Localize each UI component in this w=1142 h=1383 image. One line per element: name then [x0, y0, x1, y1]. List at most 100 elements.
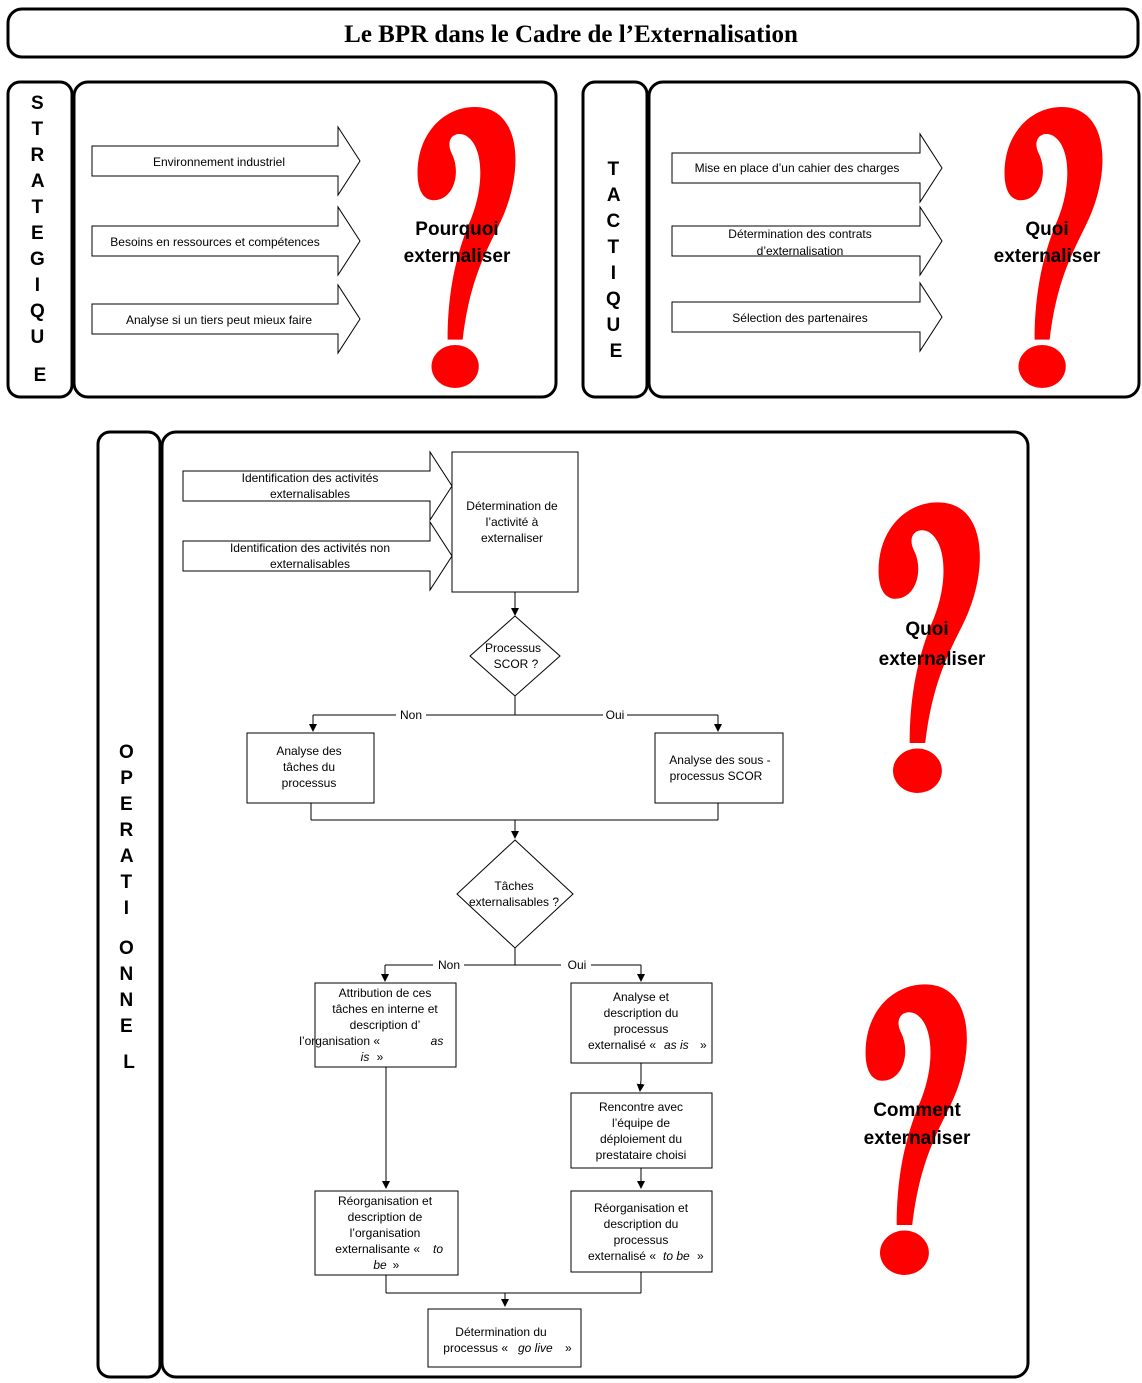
svg-text:Réorganisation et: Réorganisation et: [338, 1194, 433, 1208]
arrow-contrats: Détermination des contrats d’externalisa…: [671, 205, 943, 277]
svg-text:Analyse si un tiers peut mieux: Analyse si un tiers peut mieux faire: [126, 313, 312, 327]
svg-text:externalisante «: externalisante «: [335, 1242, 420, 1256]
box-rencontre-equipe: Rencontre avec l’équipe de déploiement d…: [570, 1092, 713, 1169]
svg-text:Détermination de: Détermination de: [466, 499, 558, 513]
svg-text:l’équipe de: l’équipe de: [612, 1116, 670, 1130]
svg-text:»: »: [700, 1038, 707, 1052]
svg-text:tâches du: tâches du: [283, 760, 335, 774]
operationnel-section: O P E R A T I O N N E L Quoi externalise…: [96, 430, 1030, 1379]
svg-text:Attribution de ces: Attribution de ces: [339, 986, 432, 1000]
svg-text:externalisables ?: externalisables ?: [469, 895, 559, 909]
svg-text:»: »: [565, 1341, 572, 1355]
svg-text:externaliser: externaliser: [481, 531, 543, 545]
svg-text:Identification des activités: Identification des activités: [242, 471, 379, 485]
question-quoi-ops-externaliser: externaliser: [879, 649, 986, 670]
branch-label-non-2: Non: [438, 958, 460, 972]
svg-text:l’activité à: l’activité à: [486, 515, 539, 529]
box-reorganisation-processus: Réorganisation et description du process…: [570, 1190, 713, 1273]
svg-text:Tâches: Tâches: [494, 879, 533, 893]
box-analyse-sous-processus: Analyse des sous - processus SCOR: [654, 732, 784, 804]
svg-text:processus: processus: [282, 776, 337, 790]
question-quoi-ops: Quoi: [905, 619, 948, 640]
svg-text:description d’: description d’: [350, 1018, 421, 1032]
svg-text:Détermination des contrats: Détermination des contrats: [728, 227, 871, 241]
box-determination-activite: Détermination de l’activité à externalis…: [451, 451, 579, 593]
svg-text:processus: processus: [614, 1233, 669, 1247]
title-banner: Le BPR dans le Cadre de l’Externalisatio…: [6, 7, 1140, 59]
svg-text:as: as: [431, 1034, 444, 1048]
svg-text:description du: description du: [604, 1006, 679, 1020]
question-comment-externaliser: externaliser: [864, 1128, 971, 1149]
question-comment: Comment: [873, 1100, 961, 1121]
svg-text:processus «: processus «: [443, 1341, 508, 1355]
decision-taches-externalisables: Tâches externalisables ?: [456, 839, 574, 949]
tactique-vertical-label: T A C T I Q U E: [606, 159, 626, 362]
svg-text:Rencontre avec: Rencontre avec: [599, 1100, 683, 1114]
svg-text:l’organisation «: l’organisation «: [299, 1034, 380, 1048]
branch-label-oui-2: Oui: [568, 958, 587, 972]
arrow-analyse-tiers: Analyse si un tiers peut mieux faire: [91, 283, 361, 355]
svg-text:description du: description du: [604, 1217, 679, 1231]
branch-label-oui: Oui: [606, 708, 625, 722]
question-pourquoi-externaliser: externaliser: [404, 246, 511, 267]
svg-text:Identification des activités n: Identification des activités non: [230, 541, 390, 555]
svg-text:is: is: [361, 1050, 370, 1064]
strategique-label-box: [6, 80, 74, 399]
arrow-selection: Sélection des partenaires: [671, 281, 943, 353]
question-pourquoi: Pourquoi: [415, 219, 498, 240]
svg-text:externalisé «: externalisé «: [588, 1249, 656, 1263]
svg-text:déploiement du: déploiement du: [600, 1132, 682, 1146]
box-analyse-description: Analyse et description du processus exte…: [570, 982, 713, 1064]
svg-text:SCOR ?: SCOR ?: [494, 657, 539, 671]
svg-text:go live: go live: [518, 1341, 553, 1355]
svg-text:externalisables: externalisables: [270, 557, 350, 571]
svg-text:Besoins en ressources et compé: Besoins en ressources et compétences: [110, 235, 319, 249]
box-reorganisation-externalisante: Réorganisation et description de l’organ…: [314, 1190, 459, 1276]
svg-text:be: be: [373, 1258, 387, 1272]
arrow-besoins: Besoins en ressources et compétences: [91, 205, 361, 277]
decision-processus-scor: Processus SCOR ?: [469, 615, 561, 697]
arrow-identification-non-externalisables: Identification des activités non externa…: [182, 520, 453, 592]
svg-text:prestataire choisi: prestataire choisi: [596, 1148, 687, 1162]
svg-text:to be: to be: [663, 1249, 690, 1263]
svg-text:Analyse et: Analyse et: [613, 990, 670, 1004]
branch-label-non: Non: [400, 708, 422, 722]
svg-text:Sélection des partenaires: Sélection des partenaires: [732, 311, 867, 325]
operationnel-content-box: [160, 430, 1030, 1379]
svg-text:externalisé «: externalisé «: [588, 1038, 656, 1052]
svg-text:Processus: Processus: [485, 641, 541, 655]
svg-text:»: »: [377, 1050, 384, 1064]
svg-text:Environnement industriel: Environnement industriel: [153, 155, 285, 169]
svg-text:tâches en interne et: tâches en interne et: [332, 1002, 438, 1016]
svg-text:»: »: [393, 1258, 400, 1272]
question-quoi-externaliser: externaliser: [994, 246, 1101, 267]
svg-text:externalisables: externalisables: [270, 487, 350, 501]
svg-text:processus SCOR: processus SCOR: [670, 769, 763, 783]
arrow-environnement: Environnement industriel: [91, 125, 361, 197]
svg-text:Analyse des: Analyse des: [276, 744, 341, 758]
svg-text:to: to: [433, 1242, 443, 1256]
svg-text:Analyse des sous -: Analyse des sous -: [669, 753, 770, 767]
svg-text:Réorganisation et: Réorganisation et: [594, 1201, 689, 1215]
arrow-identification-externalisables: Identification des activités externalisa…: [182, 450, 453, 522]
operationnel-vertical-label: O P E R A T I O N N E L: [119, 742, 139, 1073]
svg-text:»: »: [697, 1249, 704, 1263]
box-attribution-taches: Attribution de ces tâches en interne et …: [299, 982, 457, 1068]
svg-text:Mise en place d’un cahier des: Mise en place d’un cahier des charges: [695, 161, 900, 175]
svg-text:Détermination du: Détermination du: [455, 1325, 546, 1339]
tactique-label-box: [581, 80, 649, 399]
question-quoi: Quoi: [1025, 219, 1068, 240]
svg-text:l’organisation: l’organisation: [350, 1226, 421, 1240]
box-go-live: Détermination du processus « go live »: [427, 1308, 582, 1368]
flow-connectors: [309, 592, 722, 1307]
strategique-section: S T R A T E G I Q U E Environnement indu…: [6, 80, 558, 399]
svg-text:description de: description de: [348, 1210, 423, 1224]
svg-text:d’externalisation: d’externalisation: [757, 244, 844, 258]
svg-text:processus: processus: [614, 1022, 669, 1036]
tactique-section: T A C T I Q U E Mise en place d’un cahie…: [581, 80, 1141, 399]
strategique-vertical-label: S T R A T E G I Q U E: [30, 93, 50, 386]
arrow-cahier-charges: Mise en place d’un cahier des charges: [671, 132, 943, 204]
svg-text:as is: as is: [664, 1038, 689, 1052]
operationnel-label-box: [96, 430, 162, 1379]
